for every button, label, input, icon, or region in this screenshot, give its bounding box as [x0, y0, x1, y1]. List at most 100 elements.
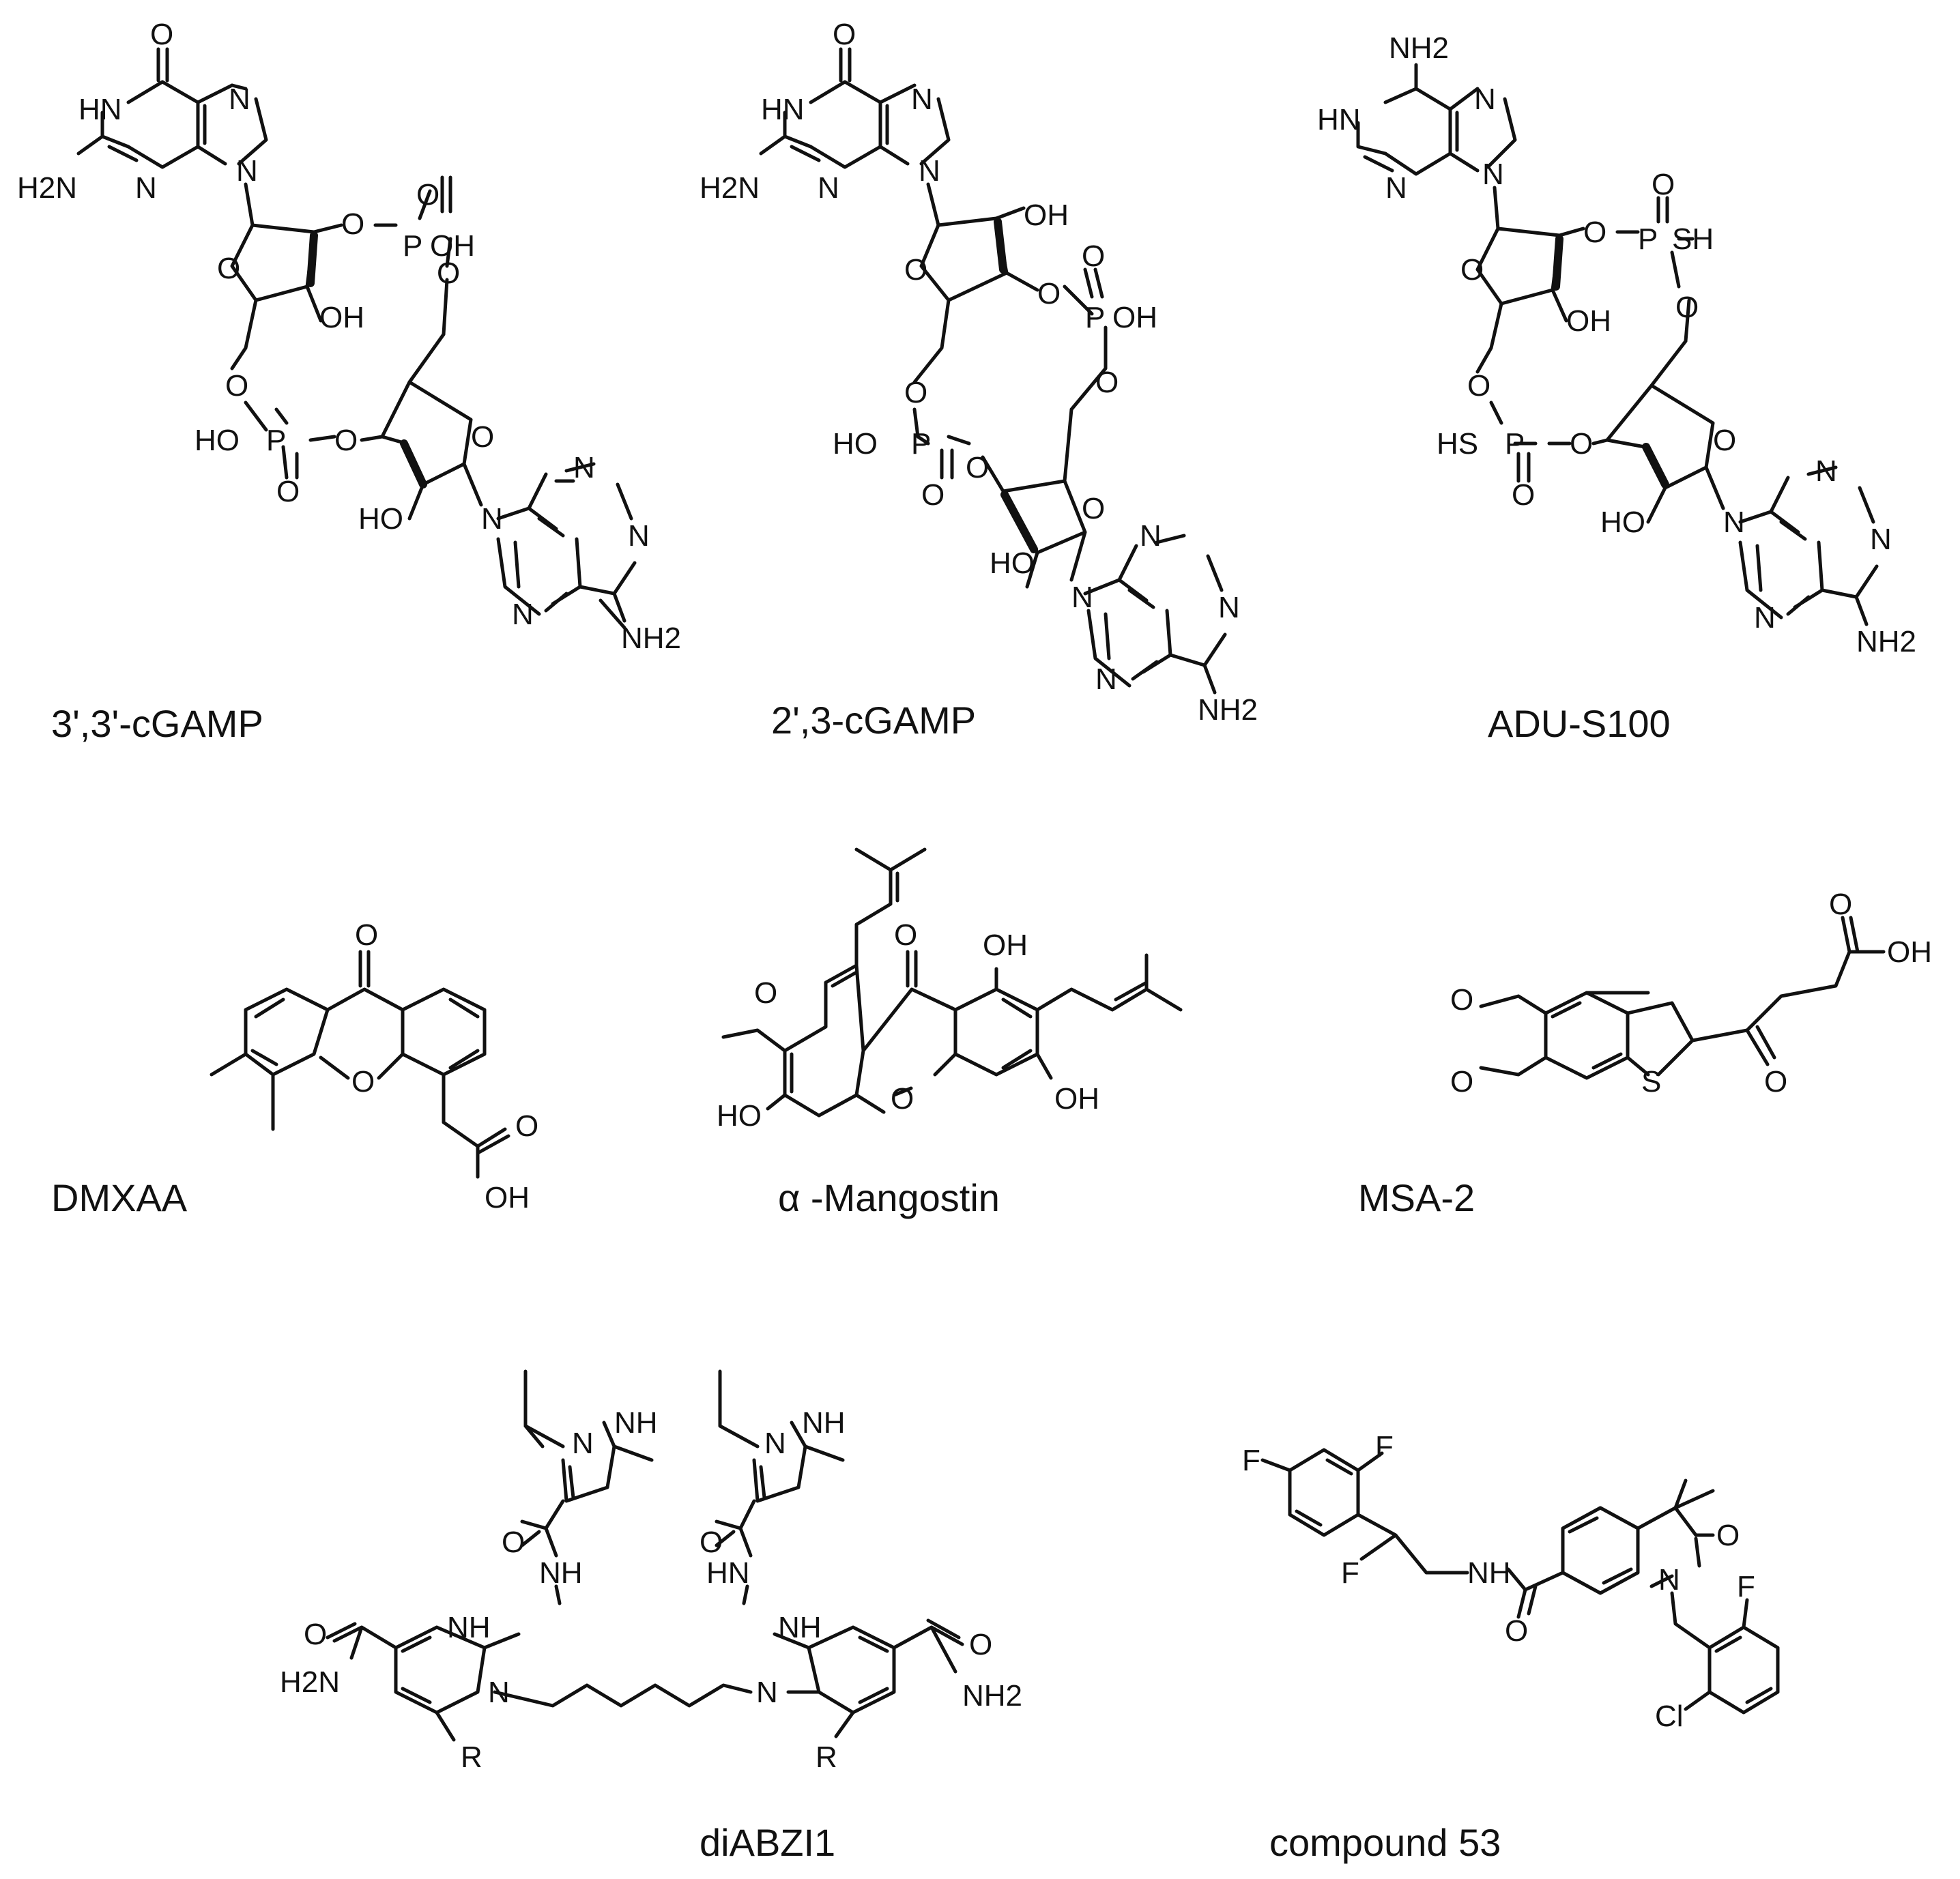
atom-o: O — [1082, 239, 1105, 273]
atom-p: P — [1638, 222, 1658, 256]
atom-p: P — [1505, 427, 1525, 461]
atom-p: P — [266, 424, 286, 457]
atom-o-keto: O — [355, 918, 378, 952]
atom-nh2: NH2 — [962, 1679, 1022, 1713]
atom-o-keto: O — [1764, 1065, 1787, 1098]
atom-n: N — [1870, 523, 1892, 556]
atom-o-ch2: O — [1467, 369, 1490, 403]
caption-alpha-mangostin: α -Mangostin — [778, 1176, 1000, 1219]
atom-o-top: O — [150, 18, 173, 51]
atom-nh: NH — [778, 1611, 822, 1644]
atom-n: N — [756, 1676, 778, 1709]
atom-o-carboxamide: O — [969, 1628, 992, 1661]
atom-o-ch2: O — [225, 369, 248, 403]
atom-o-link: O — [1675, 291, 1699, 324]
atom-n9: N — [481, 502, 503, 536]
atom-n-lactam: N — [1658, 1563, 1680, 1597]
atom-n: N — [1385, 171, 1407, 205]
atom-ho: HO — [194, 424, 240, 457]
atom-p: P — [1085, 301, 1105, 334]
atom-ho: HO — [990, 547, 1035, 580]
atom-s-ring: S — [1641, 1065, 1661, 1098]
atom-n9: N — [1071, 581, 1093, 614]
atom-o-keto: O — [894, 918, 917, 952]
atom-n: N — [488, 1676, 510, 1709]
atom-oh-acid: OH — [485, 1181, 530, 1214]
atom-o-link: O — [334, 424, 358, 457]
atom-n: N — [573, 451, 595, 484]
atom-o-link: O — [437, 257, 460, 290]
atom-o-link: O — [341, 207, 364, 241]
atom-o-ribose: O — [1460, 253, 1484, 287]
atom-n: N — [1140, 519, 1162, 553]
atom-o-amide: O — [1505, 1614, 1528, 1648]
atom-oh: OH — [1112, 301, 1157, 334]
atom-n9: N — [236, 154, 258, 188]
caption-dmxaa: DMXAA — [51, 1176, 188, 1219]
atom-o-methoxy: O — [1450, 1065, 1473, 1098]
atom-r: R — [816, 1740, 837, 1774]
atom-n: N — [512, 598, 534, 631]
atom-n: N — [764, 1427, 786, 1460]
caption-msa-2: MSA-2 — [1358, 1176, 1475, 1219]
structure-3-3-cgamp: O N HN H2N N N O O O P OH O OH O HO P O … — [17, 18, 681, 655]
caption-2-3-cgamp: 2',3-cGAMP — [771, 699, 976, 742]
atom-hn: HN — [78, 93, 122, 126]
atom-oh: OH — [1054, 1082, 1099, 1116]
atom-cl: Cl — [1655, 1700, 1684, 1733]
atom-n: N — [1754, 601, 1776, 635]
atom-nh2: NH2 — [1198, 693, 1258, 727]
atom-n9: N — [919, 154, 940, 188]
atom-h2n: H2N — [17, 171, 77, 205]
atom-ho: HO — [717, 1099, 762, 1133]
atom-nh2: NH2 — [1856, 625, 1916, 658]
atom-hn-amide: HN — [706, 1556, 750, 1590]
atom-oh: OH — [319, 301, 364, 334]
atom-nh: NH — [802, 1406, 846, 1440]
atom-h2n: H2N — [280, 1665, 340, 1699]
atom-r: R — [461, 1740, 482, 1774]
atom-o: O — [276, 475, 300, 508]
atom-n: N — [628, 519, 650, 553]
atom-o-link: O — [1095, 366, 1119, 399]
structure-adu-s100: NH2 N HN N N O O O P SH O OH O HS P O O … — [1317, 31, 1916, 658]
caption-diabzi1: diABZI1 — [700, 1821, 835, 1864]
atom-n: N — [1815, 454, 1837, 488]
atom-o-link: O — [1570, 427, 1593, 461]
atom-o-ribose: O — [904, 253, 927, 287]
atom-f: F — [1375, 1430, 1394, 1463]
atom-oh: OH — [1566, 304, 1611, 338]
atom-o-top: O — [833, 18, 856, 51]
atom-ho: HO — [358, 502, 403, 536]
atom-n9: N — [1723, 506, 1745, 539]
atom-oh: OH — [430, 229, 475, 263]
atom-ho: HO — [1600, 506, 1645, 539]
atom-p: P — [911, 427, 931, 461]
atom-o-acid: O — [1829, 888, 1852, 921]
atom-n: N — [1095, 662, 1117, 696]
atom-hs: HS — [1437, 427, 1478, 461]
atom-o-ribose: O — [1082, 492, 1105, 525]
atom-o: O — [921, 478, 945, 512]
atom-o-ch2: O — [904, 376, 927, 409]
caption-compound-53: compound 53 — [1269, 1821, 1501, 1864]
atom-o: O — [1512, 478, 1535, 512]
atom-p: P — [403, 229, 422, 263]
atom-o-methoxy: O — [754, 976, 777, 1010]
atom-nh2: NH2 — [621, 622, 681, 655]
atom-o-link: O — [1037, 277, 1061, 310]
atom-sh: SH — [1672, 222, 1714, 256]
atom-n: N — [911, 83, 933, 116]
structure-msa-2: O OH O O S O — [1450, 888, 1932, 1098]
atom-o-link: O — [966, 451, 989, 484]
atom-hn: HN — [761, 93, 805, 126]
atom-o-ring: O — [351, 1065, 375, 1098]
atom-o-link: O — [1583, 216, 1606, 249]
atom-oh: OH — [983, 929, 1028, 962]
atom-o-carboxamide: O — [304, 1618, 327, 1651]
atom-f: F — [1341, 1556, 1359, 1590]
structure-compound-53: F F F NH O O N F Cl — [1242, 1430, 1780, 1733]
atom-nh-amide: NH — [539, 1556, 583, 1590]
